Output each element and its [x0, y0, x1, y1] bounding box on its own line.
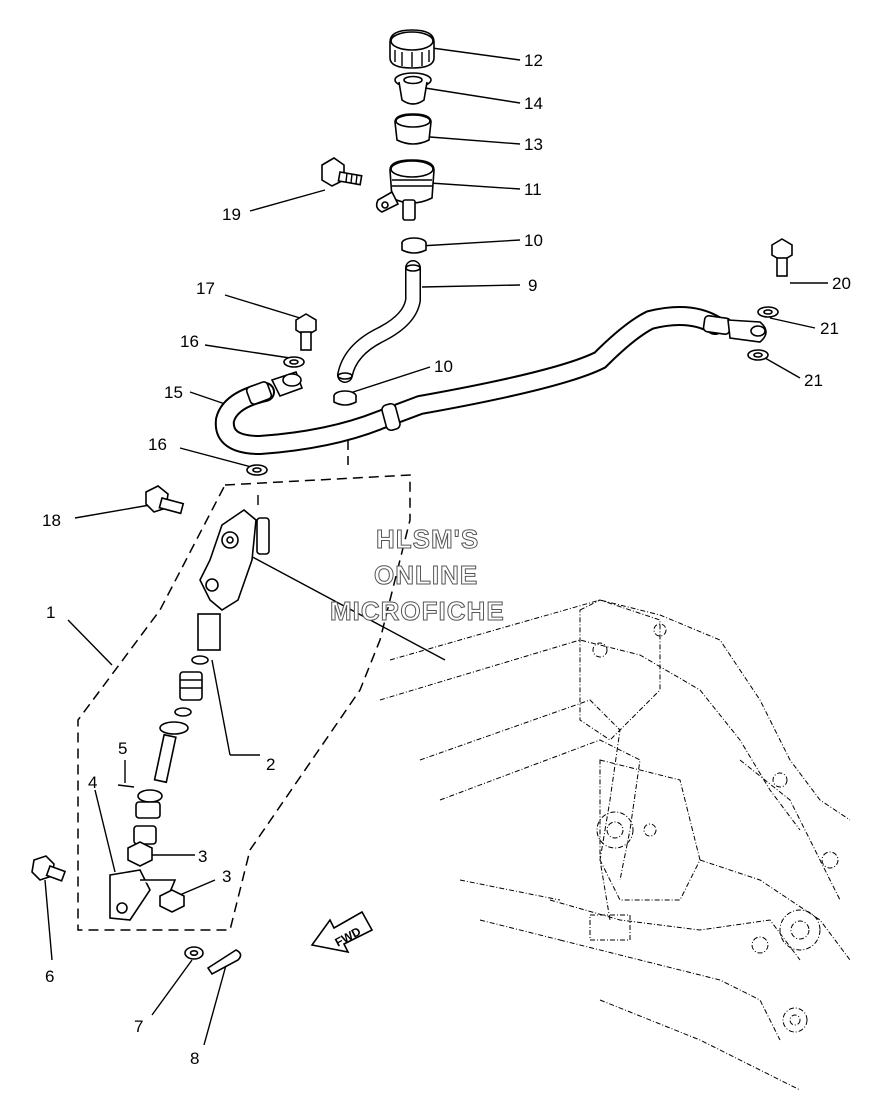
copper-washer-upper [283, 356, 305, 368]
reservoir-hose [337, 260, 421, 383]
master-cylinder-bolt [145, 485, 185, 515]
union-bolt-upper [295, 313, 317, 351]
clevis-washer [184, 946, 204, 960]
copper-washer-caliper-upper [757, 306, 779, 318]
clevis-nut [159, 889, 185, 913]
brake-hose [214, 306, 767, 456]
reservoir-tank [375, 159, 435, 221]
watermark-line-3: MICROFICHE [330, 596, 505, 626]
union-bolt-caliper [771, 238, 793, 277]
callout-5: 5 [118, 739, 127, 758]
callout-3-upper: 3 [198, 847, 207, 866]
watermark-line-2: ONLINE [374, 560, 478, 590]
clevis-bolt [31, 855, 67, 882]
callout-21-upper: 21 [820, 319, 839, 338]
callout-9: 9 [528, 276, 537, 295]
callout-14: 14 [524, 94, 543, 113]
motorcycle-frame [379, 599, 851, 1091]
callout-20: 20 [832, 274, 851, 293]
callout-8: 8 [190, 1049, 199, 1068]
rod-nut [127, 841, 153, 867]
hose-clip-upper [401, 237, 427, 254]
callout-19: 19 [222, 205, 241, 224]
reservoir-cap [389, 29, 435, 69]
watermark-line-1: HLSM'S [376, 524, 479, 554]
pin [117, 784, 135, 788]
clevis [109, 869, 177, 921]
callout-16-upper: 16 [180, 332, 199, 351]
callout-10-lower: 10 [434, 357, 453, 376]
piston-kit [133, 613, 221, 845]
callout-17: 17 [196, 279, 215, 298]
diaphragm [394, 113, 432, 145]
callout-2: 2 [266, 755, 275, 774]
callout-16-lower: 16 [148, 435, 167, 454]
callout-21-lower: 21 [804, 371, 823, 390]
callout-18: 18 [42, 511, 61, 530]
callout-3-lower: 3 [222, 867, 231, 886]
callout-1: 1 [46, 603, 55, 622]
reservoir-bolt [321, 157, 363, 187]
cotter-pin [206, 949, 242, 976]
callout-4: 4 [88, 773, 97, 792]
callout-15: 15 [164, 383, 183, 402]
fwd-arrow-icon: FWD [310, 910, 374, 954]
watermark: HLSM'S ONLINE MICROFICHE [330, 524, 505, 627]
callout-13: 13 [524, 135, 543, 154]
copper-washer-lower [246, 464, 268, 476]
leader-lines [44, 47, 828, 1046]
callout-labels: 12 14 13 11 19 10 9 20 17 21 16 10 21 15… [42, 51, 851, 1068]
hose-clip-lower [333, 390, 357, 406]
master-cylinder-body [199, 508, 270, 611]
master-cylinder-assembly-outline [77, 440, 411, 931]
callout-10-upper: 10 [524, 231, 543, 250]
callout-7: 7 [134, 1017, 143, 1036]
callout-12: 12 [524, 51, 543, 70]
callout-6: 6 [45, 967, 54, 986]
callout-11: 11 [524, 180, 542, 199]
diaphragm-plate [394, 72, 432, 105]
copper-washer-caliper-lower [747, 349, 769, 361]
